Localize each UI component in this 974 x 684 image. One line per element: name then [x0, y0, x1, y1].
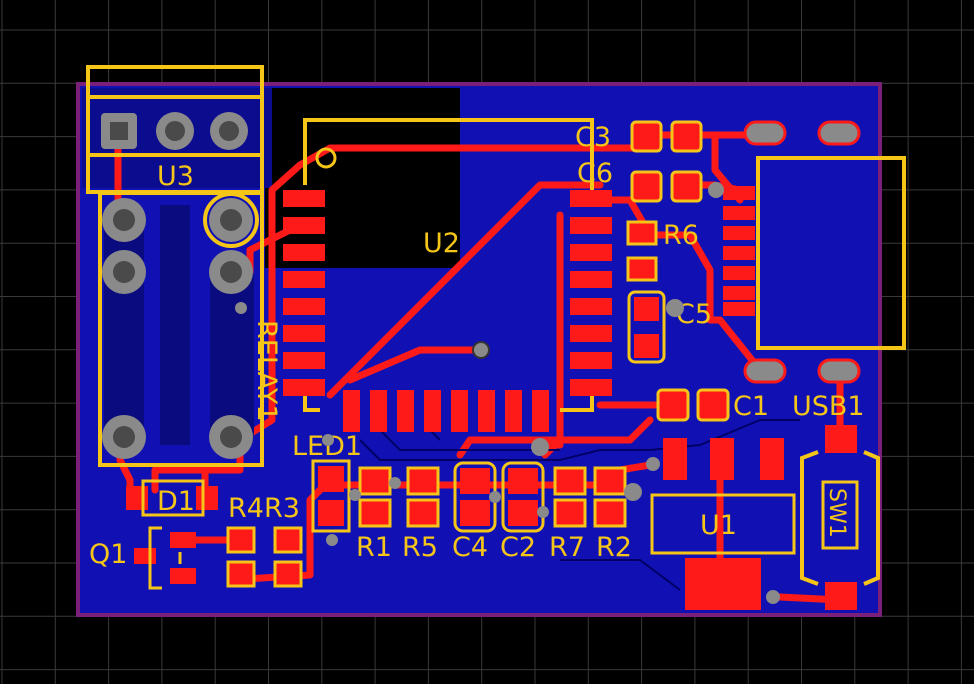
r5-label: R5 [402, 532, 438, 563]
r6-resistor: R6 [626, 220, 699, 282]
led1-pad-2 [318, 500, 344, 526]
usb1-shell-pad-br [817, 358, 861, 384]
u3-pin-1-hole [110, 122, 128, 140]
relay1-pin-2-hole [113, 261, 135, 283]
r6-label: R6 [663, 220, 699, 251]
relay1-pad-strip-left [104, 210, 144, 450]
vias [235, 299, 780, 604]
sw1-switch: SW1 [800, 425, 880, 610]
q1-pad-3 [170, 568, 196, 584]
u3-pin-3-hole [219, 121, 239, 141]
c2-capacitor: C2 [500, 461, 545, 563]
q1-transistor: Q1 [89, 526, 196, 590]
u3-label: U3 [157, 161, 194, 192]
u2-right-pads [570, 190, 612, 396]
u1-tab-pad [685, 558, 761, 610]
usb1-shell-pad-tl [743, 120, 787, 146]
usb1-signal-pads [723, 186, 755, 316]
relay1-label: RELAY1 [251, 320, 282, 422]
usb1-label: USB1 [792, 391, 865, 422]
c3-capacitor: C3 [575, 120, 703, 153]
q1-outline [148, 526, 162, 590]
r1-resistor: R1 [356, 466, 392, 563]
c6-label: C6 [577, 158, 613, 189]
c5-capacitor: C5 [627, 290, 712, 364]
usb1-marker [708, 182, 724, 198]
u1-regulator: U1 [650, 438, 796, 610]
r1-label: R1 [356, 532, 392, 563]
relay1-pin-6-hole [220, 426, 242, 448]
u1-pad-2 [710, 438, 734, 480]
led1-pad-1 [318, 466, 344, 492]
u2-outline-bottom-left [303, 395, 320, 412]
sw1-outline-left [800, 450, 819, 586]
r7-label: R7 [549, 532, 585, 563]
u2-left-pads [283, 190, 325, 396]
relay1: RELAY1 [98, 191, 282, 467]
relay1-pin-4-ring [203, 192, 259, 248]
c6-capacitor: C6 [577, 158, 703, 203]
u1-pad-3 [760, 438, 784, 480]
relay1-outline [98, 191, 264, 467]
u2-outline [303, 118, 594, 190]
u2-label: U2 [423, 228, 460, 259]
u1-outline [650, 493, 796, 555]
u2-outline-bottom-right [560, 395, 594, 412]
relay1-pin-1-hole [113, 209, 135, 231]
c1-label: C1 [733, 391, 769, 422]
usb1-connector: USB1 [708, 120, 906, 422]
r2-resistor: R2 [593, 466, 632, 563]
r4r3-label: R4R3 [228, 493, 300, 524]
sw1-pad-bottom [825, 582, 857, 610]
relay1-pin-3-hole [113, 426, 135, 448]
led1-outline [311, 459, 351, 533]
usb1-shell-pad-tr [817, 120, 861, 146]
relay1-pin-5-hole [220, 261, 242, 283]
q1-pad-2 [170, 532, 196, 548]
u1-pad-1 [663, 438, 687, 480]
sw1-pad-top [825, 425, 857, 453]
sw1-outline-right [863, 450, 880, 586]
c2-label: C2 [500, 532, 536, 563]
q1-label: Q1 [89, 539, 127, 570]
sw1-body [821, 480, 859, 550]
d1-label: D1 [157, 486, 195, 517]
c4-label: C4 [452, 532, 488, 563]
relay1-pin-4-hole [220, 209, 242, 231]
u2-bottom-pads [343, 390, 549, 432]
r7-resistor: R7 [549, 466, 587, 563]
relay1-inner-bar [160, 205, 190, 445]
u3-pin-2-hole [165, 121, 185, 141]
r5-resistor: R5 [402, 466, 440, 563]
usb1-shell-pad-bl [743, 358, 787, 384]
d1-pad-1 [126, 486, 148, 510]
c1-capacitor: C1 [656, 388, 769, 422]
d1-outline [141, 479, 205, 517]
d1-pad-2 [196, 486, 218, 510]
u1-label: U1 [700, 510, 737, 541]
r4r3-resistors: R4R3 [226, 493, 303, 588]
sw1-label: SW1 [824, 488, 849, 538]
usb1-outline [756, 156, 906, 350]
r2-label: R2 [596, 532, 632, 563]
u2-pin1-marker [315, 147, 337, 169]
d1-diode: D1 [126, 479, 218, 517]
u2-module: U2 [283, 118, 612, 432]
c3-label: C3 [575, 122, 611, 153]
q1-pad-1 [134, 548, 156, 564]
